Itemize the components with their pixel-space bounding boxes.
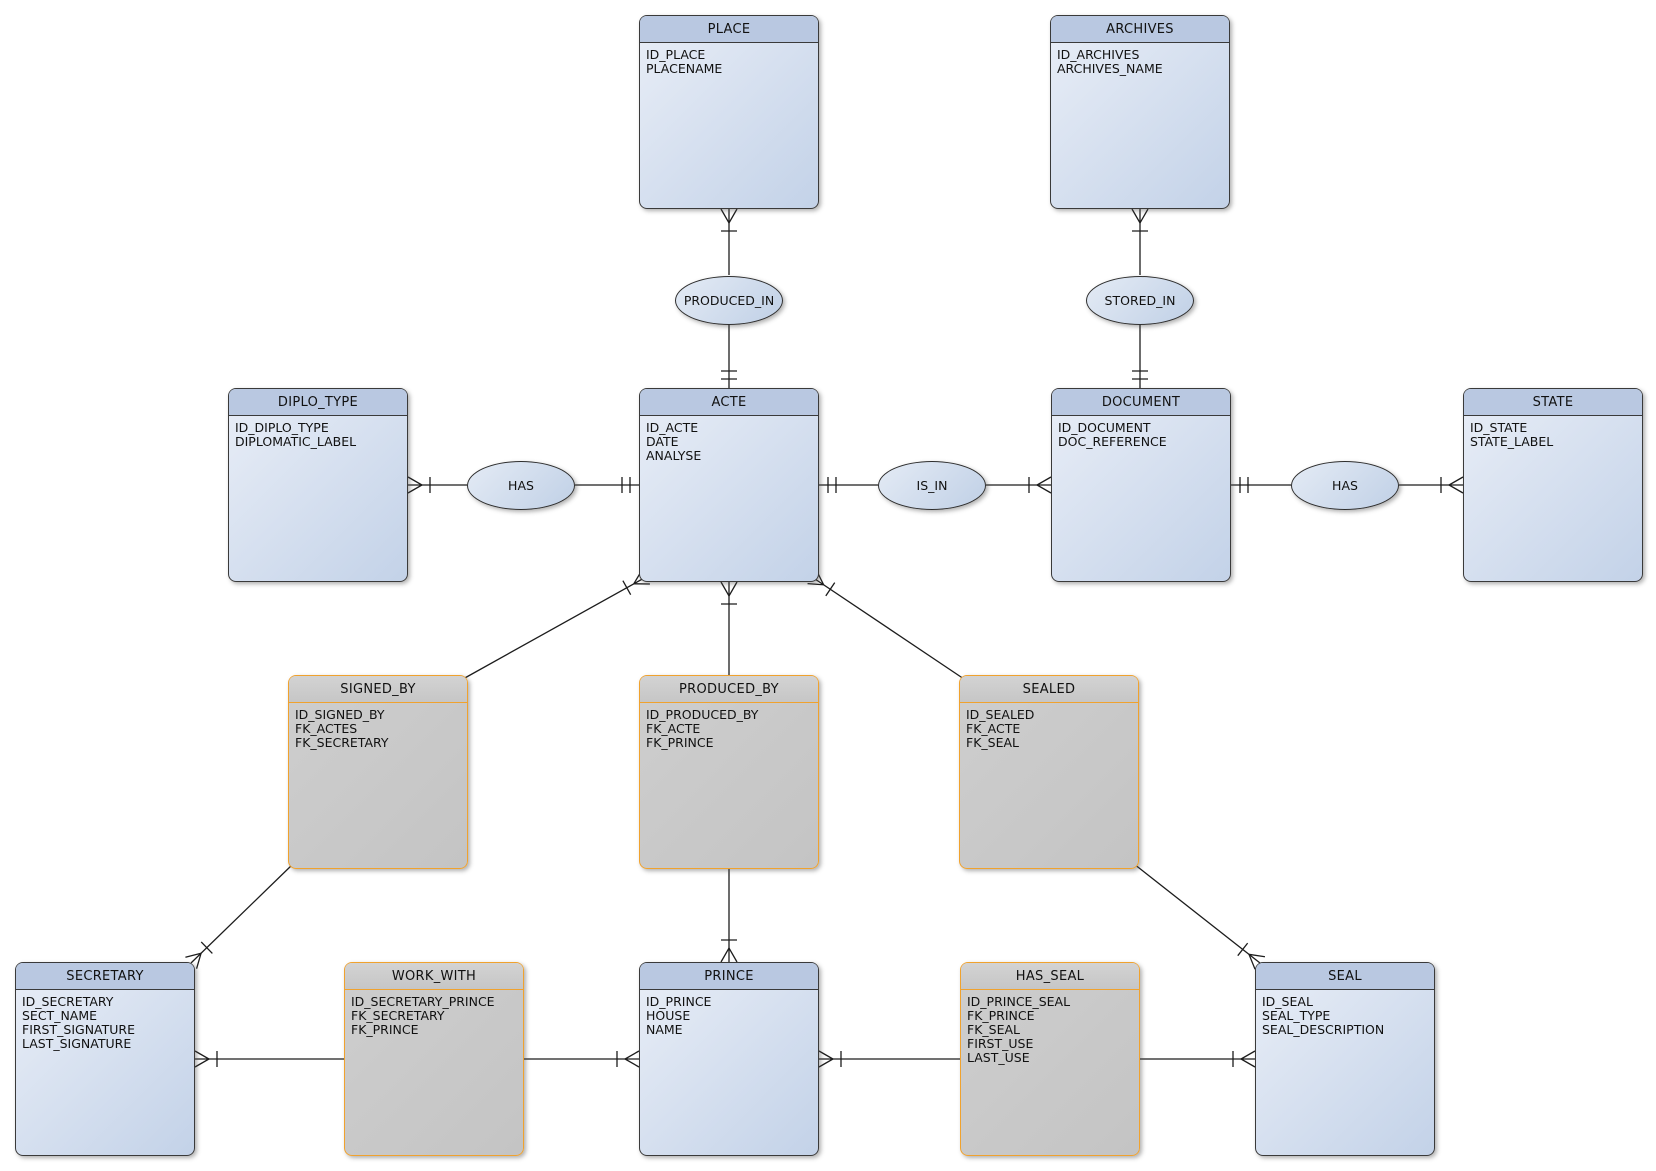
attribute-row: ID_STATE (1470, 420, 1528, 435)
entity-place-title: PLACE (640, 16, 818, 43)
attribute-row: FK_ACTE (646, 721, 701, 736)
attribute-row: ID_SIGNED_BY (295, 707, 385, 722)
attribute-row: LAST_SIGNATURE (22, 1036, 132, 1051)
attribute-row: DOC_REFERENCE (1058, 434, 1167, 449)
entity-document-title: DOCUMENT (1052, 389, 1230, 416)
attribute-row: FK_SEAL (966, 735, 1019, 750)
relationship-produced-in[interactable]: PRODUCED_IN (675, 276, 783, 325)
relationship-is-in-label: IS_IN (916, 478, 948, 493)
attribute-row: ARCHIVES_NAME (1057, 61, 1163, 76)
attribute-row: FIRST_USE (967, 1036, 1034, 1051)
entity-seal-title: SEAL (1256, 963, 1434, 990)
attribute-row: NAME (646, 1022, 683, 1037)
relationship-has-right-label: HAS (1332, 478, 1358, 493)
attribute-row: ID_PLACE (646, 47, 706, 62)
attribute-row: ID_DIPLO_TYPE (235, 420, 329, 435)
entity-produced-by-title: PRODUCED_BY (640, 676, 818, 703)
attribute-row: ID_PRODUCED_BY (646, 707, 759, 722)
attribute-row: ID_PRINCE_SEAL (967, 994, 1071, 1009)
relationship-is-in[interactable]: IS_IN (878, 461, 986, 510)
attribute-row: ID_SECRETARY (22, 994, 114, 1009)
attribute-row: ID_SEALED (966, 707, 1035, 722)
attribute-row: ID_SECRETARY_PRINCE (351, 994, 495, 1009)
entity-diplo-type-title: DIPLO_TYPE (229, 389, 407, 416)
attribute-row: STATE_LABEL (1470, 434, 1554, 449)
entity-archives-title: ARCHIVES (1051, 16, 1229, 43)
attribute-row: SEAL_TYPE (1262, 1008, 1331, 1023)
entity-state-title: STATE (1464, 389, 1642, 416)
attribute-row: LAST_USE (967, 1050, 1030, 1065)
attribute-row: ID_DOCUMENT (1058, 420, 1151, 435)
entity-signed-by-title: SIGNED_BY (289, 676, 467, 703)
relationship-has-diplo-type-acte[interactable]: HAS (467, 461, 575, 510)
relationship-produced-in-label: PRODUCED_IN (683, 293, 775, 308)
attribute-row: DATE (646, 434, 679, 449)
relationship-has-document-state[interactable]: HAS (1291, 461, 1399, 510)
attribute-row: FK_PRINCE (351, 1022, 419, 1037)
entity-prince-title: PRINCE (640, 963, 818, 990)
entity-has-seal-title: HAS_SEAL (961, 963, 1139, 990)
entity-work-with-title: WORK_WITH (345, 963, 523, 990)
attribute-row: ANALYSE (646, 448, 702, 463)
relationship-has-left-label: HAS (508, 478, 534, 493)
attribute-row: DIPLOMATIC_LABEL (235, 434, 357, 449)
attribute-row: FK_SEAL (967, 1022, 1020, 1037)
relationship-stored-in-label: STORED_IN (1104, 293, 1176, 308)
entity-secretary-title: SECRETARY (16, 963, 194, 990)
attribute-row: FK_ACTES (295, 721, 358, 736)
attribute-row: SEAL_DESCRIPTION (1262, 1022, 1385, 1037)
attribute-row: ID_SEAL (1262, 994, 1313, 1009)
attribute-row: FIRST_SIGNATURE (22, 1022, 135, 1037)
attribute-row: PLACENAME (646, 61, 723, 76)
entity-sealed-title: SEALED (960, 676, 1138, 703)
attribute-row: FK_SECRETARY (351, 1008, 445, 1023)
attribute-row: FK_PRINCE (646, 735, 714, 750)
attribute-row: FK_PRINCE (967, 1008, 1035, 1023)
attribute-row: SECT_NAME (22, 1008, 98, 1023)
attribute-row: FK_SECRETARY (295, 735, 389, 750)
attribute-row: ID_ARCHIVES (1057, 47, 1140, 62)
relationship-stored-in[interactable]: STORED_IN (1086, 276, 1194, 325)
attribute-row: ID_ACTE (646, 420, 699, 435)
attribute-row: ID_PRINCE (646, 994, 712, 1009)
attribute-row: HOUSE (646, 1008, 691, 1023)
entity-acte-title: ACTE (640, 389, 818, 416)
attribute-row: FK_ACTE (966, 721, 1021, 736)
